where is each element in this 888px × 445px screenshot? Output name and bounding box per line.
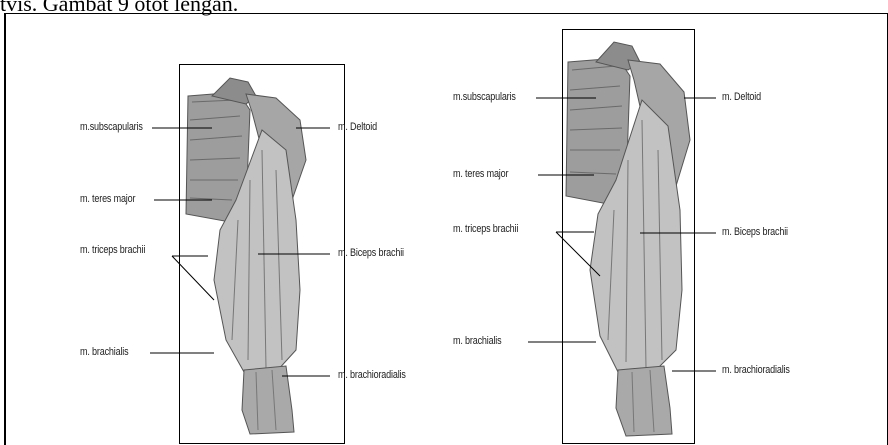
right-label-brachialis: m. brachialis <box>453 335 502 347</box>
right-label-teres-major: m. teres major <box>453 168 508 180</box>
right-label-subscapularis: m.subscapularis <box>453 91 516 103</box>
right-label-biceps: m. Biceps brachii <box>722 226 788 238</box>
right-label-deltoid: m. Deltoid <box>722 91 761 103</box>
right-label-triceps: m. triceps brachii <box>453 223 518 235</box>
right-label-brachioradialis: m. brachioradialis <box>722 364 790 376</box>
